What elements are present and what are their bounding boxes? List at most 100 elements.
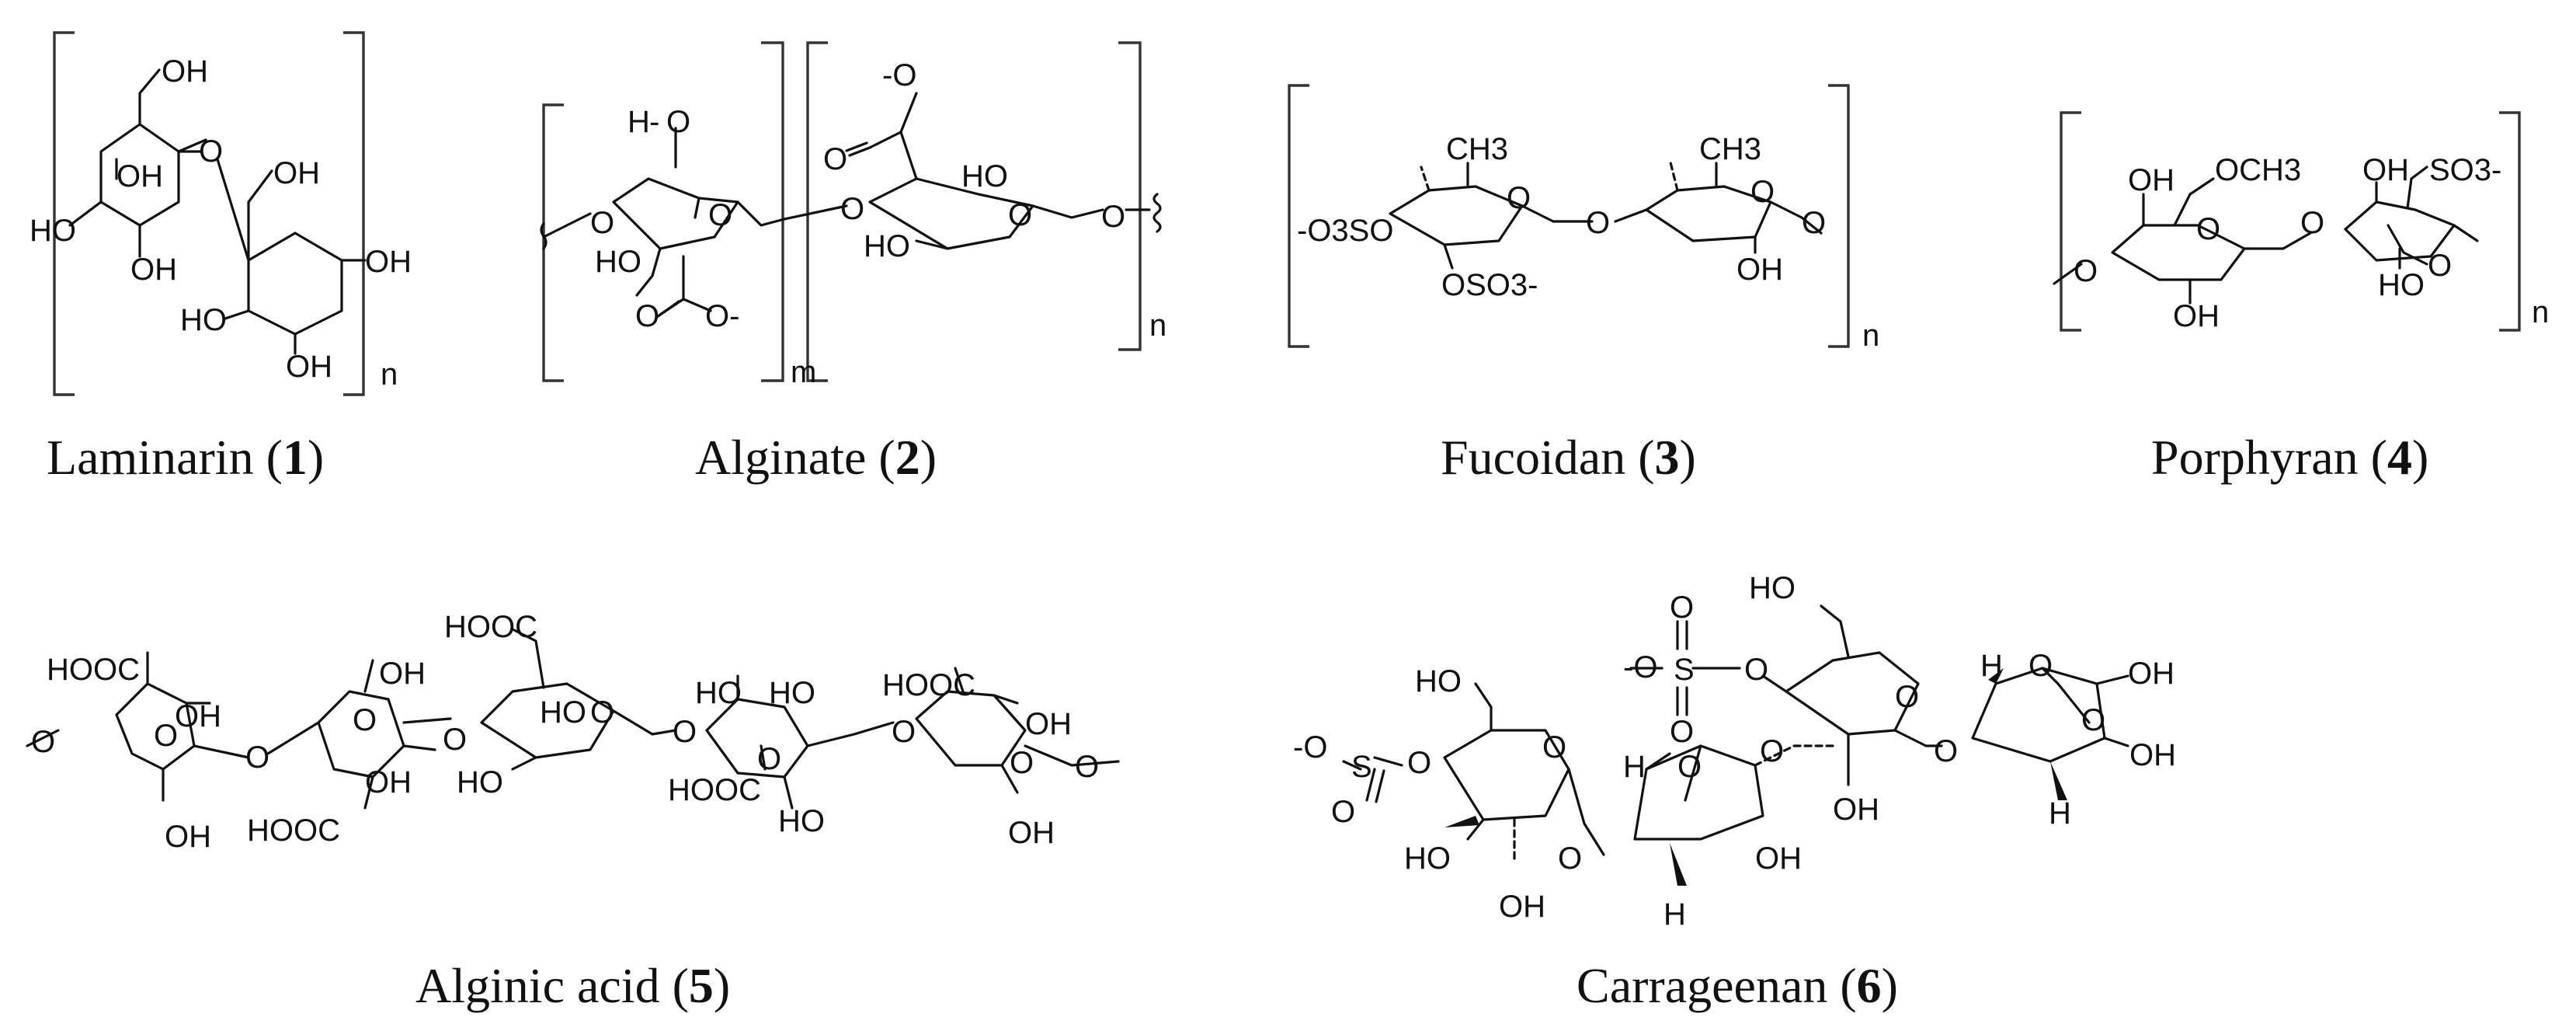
alginate-o-ring-2: O [1008,198,1032,232]
porphyran-och3: OCH3 [2215,153,2301,187]
carrageenan-o-3: O [1670,590,1694,625]
alginic-o-1: O [31,725,55,759]
laminarin-ring-right [247,232,343,336]
porphyran-oh-1: OH [2128,163,2174,197]
laminarin-oh-5: OH [365,245,412,279]
fucoidan-o-ring-2: O [1750,175,1775,209]
alginic-o-link-3: O [673,715,697,749]
porphyran-o-left: O [2074,254,2098,288]
alginate-o-5: O [1101,200,1125,234]
porphyran-o-link: O [2300,206,2324,240]
laminarin-structure: OH OH HO OH O OH OH HO OH n [30,31,412,396]
alginic-ho-5: HO [778,804,825,838]
porphyran-so3: SO3- [2429,153,2501,187]
carrageenan-ho-1: HO [1415,664,1462,698]
alginate-ominus-2: -O [882,58,916,92]
alginic-hooc-3: HOOC [444,610,537,644]
alginic-o-end: O [1075,750,1099,784]
carrageenan-o-ring-1: O [1542,730,1566,765]
porphyran-ring-1 [2111,224,2246,281]
porphyran-oh-3: OH [2362,153,2409,187]
carrageenan-minus-o-1: -O [1293,730,1327,765]
alginate-ho-2: HO [961,159,1008,193]
alginate-o-1: O [666,105,690,139]
carrageenan-h-3: H [1980,649,2003,683]
carrageenan-o-4: O [1670,715,1694,749]
carrageenan-oh-3: OH [1833,792,1879,827]
caption-laminarin: Laminarin (1) [47,430,324,485]
alginic-o-link-4: O [892,715,916,749]
carrageenan-o-ring-4: O [2028,649,2053,683]
laminarin-oh-6: OH [286,350,332,384]
caption-alginate: Alginate (2) [695,430,937,485]
alginic-o-link-1: O [245,740,269,775]
carrageenan-oh-2: OH [1755,841,1802,876]
porphyran-ho: HO [2378,268,2425,302]
alginic-acid-structure: HOOC OH O O OH O OH O OH HOOC O HOOC HO … [26,610,1120,854]
alginate-bracket-right-n [1118,41,1142,351]
carrageenan-o-link-1: O [1558,841,1582,876]
carrageenan-minus-o-2: -O [1623,650,1657,684]
alginate-h: H [627,105,650,139]
fucoidan-n: n [1862,319,1879,353]
alginic-hooc-5: HOOC [882,668,975,702]
fucoidan-bracket-right [1828,84,1850,348]
carrageenan-h-1: H [1623,750,1646,784]
alginic-oh-1: OH [175,699,221,733]
carrageenan-o-link-2: O [1760,734,1784,768]
alginate-ominus-1: O- [705,299,739,333]
porphyran-structure: OH OCH3 O O OH O OH SO3- HO O n [2053,111,2549,333]
carrageenan-oh-1: OH [1499,890,1545,924]
carrageenan-oh-5: OH [2129,738,2176,772]
alginate-o-link: O [840,192,864,226]
carrageenan-o-6: O [2081,703,2105,737]
fucoidan-o-ring-1: O [1507,181,1531,215]
fucoidan-o-end: O [1802,206,1826,240]
carrageenan-o-1: O [1407,746,1431,780]
alginic-o-ring-5: O [1010,746,1034,780]
alginic-ho-1: HO [540,695,586,730]
carrageenan-h-4: H [2049,796,2071,831]
fucoidan-o-link: O [1586,206,1610,240]
alginic-ho-2: HO [457,765,503,799]
alginate-o-ring-1: O [708,198,732,232]
alginic-hooc-4: HOOC [668,773,761,807]
laminarin-ho-2: HO [180,303,227,337]
alginic-o-ring-4: O [757,742,781,776]
carrageenan-o-ring-2: O [1677,750,1702,784]
laminarin-bracket-right [343,31,365,396]
carrageenan-o-ring-3: O [1895,680,1919,714]
porphyran-n: n [2532,295,2549,329]
alginate-bracket-left [542,103,564,382]
porphyran-o-ring-1: O [2196,212,2220,246]
carrageenan-s-2: S [1674,653,1695,687]
alginic-hooc-2: HOOC [247,813,340,848]
laminarin-oh-4: OH [273,156,320,190]
carrageenan-structure: -O S O O HO O HO OH O H O OH H -O S O O … [1293,571,2176,932]
alginate-ho-3: HO [864,229,910,263]
fucoidan-oh: OH [1736,253,1783,287]
alginic-o-ring-2: O [353,703,377,737]
laminarin-n: n [381,357,398,392]
fucoidan-oso3: OSO3- [1441,268,1538,302]
alginic-oh-2: OH [165,820,211,854]
alginic-ho-3: HO [695,676,742,710]
alginic-oh-5: OH [1025,707,1072,741]
fucoidan-o3so: -O3SO [1297,214,1393,248]
alginate-bracket-left-n [806,41,828,382]
alginic-oh-6: OH [1008,816,1055,850]
carrageenan-ho-2: HO [1404,841,1451,876]
alginate-o-2: O [590,206,614,240]
caption-fucoidan: Fucoidan (3) [1441,430,1696,485]
fucoidan-bracket-left [1288,84,1309,348]
laminarin-oh-3: OH [130,253,177,287]
alginate-o-3: O [635,299,659,333]
laminarin-oh-1: OH [162,54,208,89]
caption-porphyran: Porphyran (4) [2151,430,2428,485]
svg-text:-: - [649,105,659,139]
alginate-ho-1: HO [595,245,641,279]
porphyran-bracket-right [2499,111,2521,332]
alginic-o-link-2: O [443,723,467,757]
porphyran-o-ring-2: O [2428,249,2452,283]
